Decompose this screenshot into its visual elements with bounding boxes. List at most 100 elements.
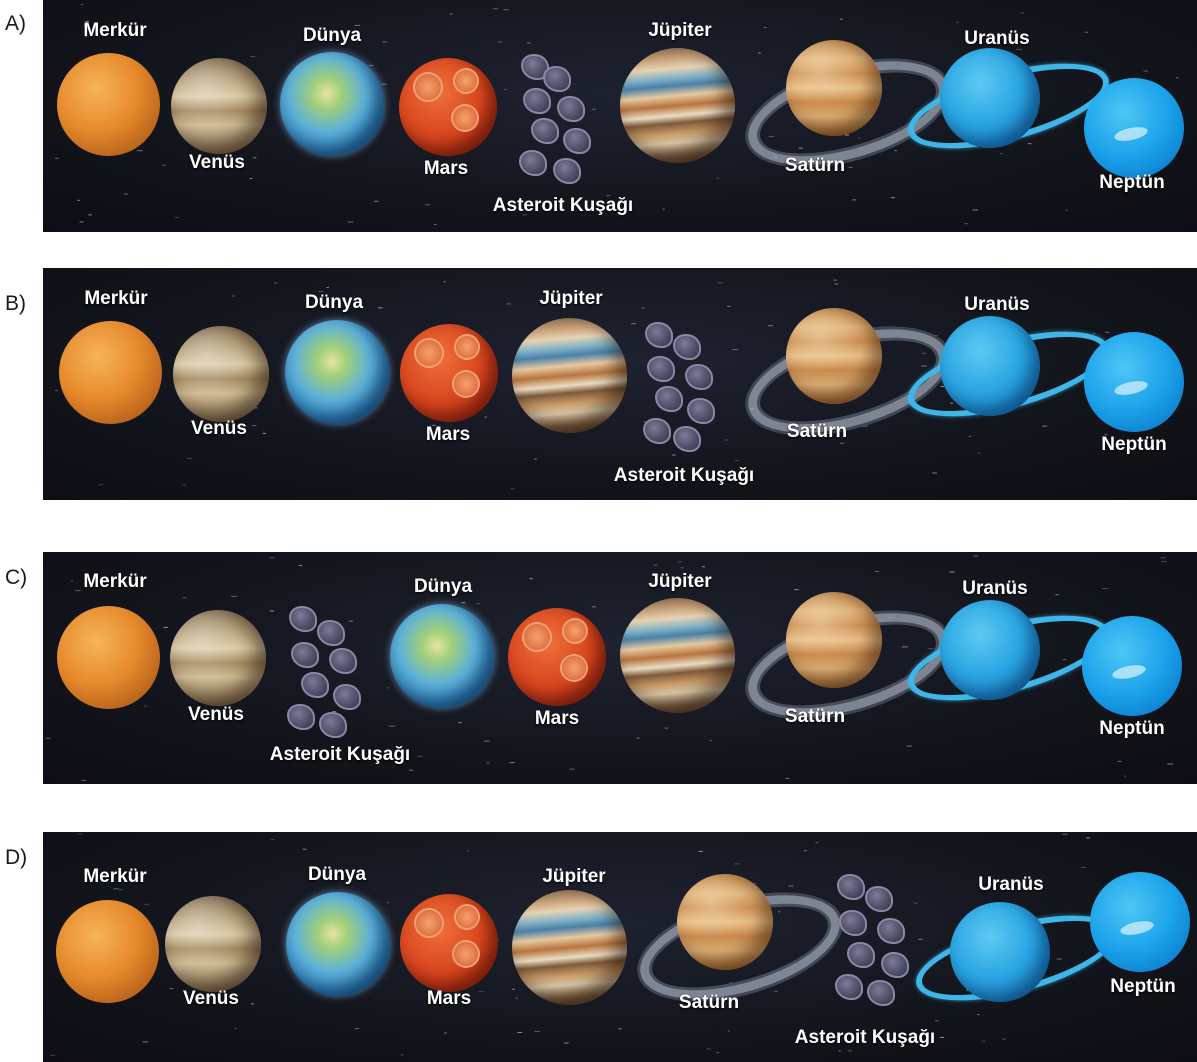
star <box>641 307 645 309</box>
star <box>727 1030 730 1032</box>
star <box>417 755 423 757</box>
star <box>534 458 537 460</box>
star <box>1117 760 1122 762</box>
star <box>677 561 682 563</box>
star <box>369 65 374 67</box>
star <box>1092 332 1096 334</box>
jupiter-planet <box>620 48 735 163</box>
star <box>347 221 354 223</box>
star <box>840 18 843 20</box>
star <box>888 617 895 618</box>
star <box>70 580 74 582</box>
star <box>591 606 597 608</box>
star <box>458 722 462 724</box>
mercury-planet <box>56 900 159 1003</box>
venus-planet <box>173 326 269 422</box>
star <box>232 295 235 297</box>
star <box>732 349 739 351</box>
star <box>476 603 480 605</box>
star <box>492 8 499 10</box>
star <box>484 416 487 418</box>
mars-planet <box>508 608 606 706</box>
star <box>968 435 972 437</box>
star <box>618 1028 622 1030</box>
star <box>858 137 861 139</box>
star <box>55 390 58 392</box>
option-a-letter: A) <box>5 12 26 35</box>
star <box>466 850 469 852</box>
star <box>253 157 257 159</box>
asteroid-belt-label: Asteroit Kuşağı <box>613 465 755 486</box>
star <box>182 484 187 486</box>
star <box>606 195 611 197</box>
star <box>77 199 80 201</box>
star <box>142 1041 148 1043</box>
star <box>478 991 484 992</box>
star <box>50 1054 56 1056</box>
star <box>1105 331 1110 333</box>
star <box>918 938 923 940</box>
star <box>444 1032 447 1034</box>
star <box>734 460 739 462</box>
option-b-letter: B) <box>5 292 26 315</box>
option-a-panel[interactable]: Merkür Venüs Dünya Mars Asteroit Kuşağı … <box>43 0 1197 232</box>
option-c-panel[interactable]: Merkür Venüs Asteroit Kuşağı Dünya Mars … <box>43 552 1197 784</box>
star <box>75 590 81 592</box>
star <box>1160 557 1166 559</box>
uranus-planet <box>950 902 1050 1002</box>
star <box>182 597 187 599</box>
star <box>409 769 413 771</box>
saturn-planet <box>786 592 882 688</box>
star <box>163 626 168 628</box>
asteroid-belt-label: Asteroit Kuşağı <box>794 1027 936 1048</box>
jupiter-label: Jüpiter <box>542 866 606 887</box>
star <box>249 178 253 179</box>
mercury-label: Merkür <box>83 20 147 41</box>
star <box>569 768 575 770</box>
venus-planet <box>170 610 266 706</box>
mars-label: Mars <box>426 988 472 1009</box>
star <box>950 402 954 404</box>
neptune-planet <box>1084 332 1184 432</box>
star <box>1085 837 1091 839</box>
star <box>1104 434 1108 435</box>
star <box>515 997 518 999</box>
option-b-panel[interactable]: Merkür Venüs Dünya Mars Jüpiter Asteroit… <box>43 268 1197 500</box>
earth-planet <box>280 52 384 156</box>
venus-label: Venüs <box>191 418 247 439</box>
neptune-planet <box>1082 616 1182 716</box>
star <box>698 850 703 852</box>
star <box>374 200 379 202</box>
star <box>680 567 684 569</box>
star <box>564 1042 569 1044</box>
star <box>778 911 781 913</box>
star <box>1000 153 1003 155</box>
venus-label: Venüs <box>189 152 245 173</box>
star <box>498 41 502 43</box>
star <box>486 762 490 764</box>
star <box>734 863 740 865</box>
star <box>231 595 238 597</box>
star <box>162 164 166 166</box>
star <box>378 307 383 309</box>
star <box>862 425 868 427</box>
star <box>503 9 510 11</box>
star <box>85 20 89 22</box>
star <box>659 575 665 577</box>
mars-planet <box>400 324 498 422</box>
star <box>434 223 437 225</box>
star <box>79 221 84 223</box>
star <box>332 711 336 713</box>
star <box>298 565 302 566</box>
uranus-label: Uranüs <box>962 578 1028 599</box>
earth-planet <box>286 892 390 996</box>
star <box>1016 48 1023 50</box>
star <box>815 842 819 844</box>
asteroid-belt <box>829 872 919 1007</box>
star <box>251 425 257 427</box>
star <box>927 648 934 650</box>
option-d-panel[interactable]: Merkür Venüs Dünya Mars Jüpiter Satürn A… <box>43 832 1197 1062</box>
star <box>716 1052 720 1054</box>
star <box>443 281 446 283</box>
venus-planet <box>165 896 261 992</box>
